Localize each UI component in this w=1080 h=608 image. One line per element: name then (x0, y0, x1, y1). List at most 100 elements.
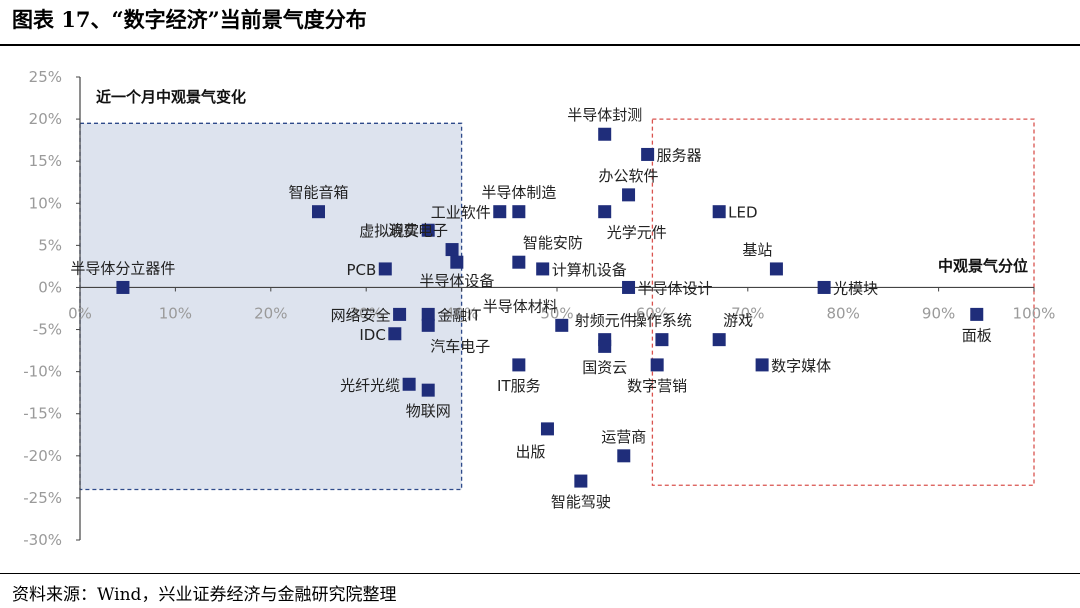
point-label: 金融IT (437, 306, 481, 324)
point-label: 虚拟现实 (359, 222, 419, 240)
point-label: 智能驾驶 (551, 493, 611, 511)
point-label: 工业软件 (431, 204, 491, 222)
data-point (378, 262, 392, 276)
data-point (388, 327, 402, 341)
y-tick-label: -15% (23, 405, 62, 423)
x-tick-label: 50% (540, 304, 573, 322)
point-label: 消费电子 (388, 222, 448, 240)
data-point (622, 280, 636, 294)
x-axis-annotation: 中观景气分位 (938, 257, 1028, 275)
data-point (116, 280, 130, 294)
point-label: IDC (359, 326, 385, 344)
data-point (712, 333, 726, 347)
data-point (540, 422, 554, 436)
x-tick-label: 10% (159, 304, 192, 322)
data-point (574, 474, 588, 488)
point-label: 半导体封测 (567, 106, 642, 124)
data-point (512, 358, 526, 372)
x-tick-label: 80% (827, 304, 860, 322)
x-tick-label: 40% (445, 304, 478, 322)
data-points (116, 127, 984, 488)
point-label: 光模块 (833, 279, 878, 297)
data-point (622, 188, 636, 202)
tick-labels: 25% 20% 15% 10% 5% 0% -5% -10% -15% -20% -25% -30% 0… (23, 68, 1055, 549)
data-point (421, 318, 435, 332)
point-label: 基站 (742, 241, 772, 259)
point-label: 半导体设备 (419, 272, 494, 290)
data-point (769, 262, 783, 276)
x-tick-label: 20% (254, 304, 287, 322)
data-point (598, 127, 612, 141)
point-label: 半导体设计 (638, 279, 713, 297)
scatter-chart: 25% 20% 15% 10% 5% 0% -5% -10% -15% -20% -25% -30% 0… (23, 68, 1055, 549)
x-tick-label: 70% (731, 304, 764, 322)
point-label: 物联网 (406, 402, 451, 420)
point-label: 光纤光缆 (340, 376, 400, 394)
x-tick-label: 100% (1013, 304, 1056, 322)
x-tick-label: 30% (350, 304, 383, 322)
y-tick-label: 20% (29, 110, 62, 128)
point-label: 办公软件 (599, 167, 659, 185)
data-point (598, 205, 612, 219)
point-label: 运营商 (601, 428, 646, 446)
y-tick-label: -5% (33, 321, 62, 339)
point-label: 出版 (515, 443, 545, 461)
data-point (817, 280, 831, 294)
data-point (421, 223, 435, 237)
point-label: LED (728, 204, 757, 222)
data-point (617, 449, 631, 463)
data-point (445, 243, 459, 257)
chart-axes (76, 76, 1035, 541)
point-label: 半导体材料 (483, 297, 558, 315)
y-tick-label: 15% (29, 152, 62, 170)
point-label: 半导体制造 (481, 184, 556, 202)
data-point (450, 255, 464, 269)
point-label: 计算机设备 (552, 261, 627, 279)
y-tick-label: -30% (23, 531, 62, 549)
point-label: 网络安全 (331, 306, 391, 324)
y-axis-annotation: 近一个月中观景气变化 (96, 88, 246, 106)
point-label: 游戏 (723, 312, 753, 330)
point-label: IT服务 (497, 377, 541, 395)
point-label: 数字媒体 (771, 357, 831, 375)
y-tick-label: 5% (38, 236, 62, 254)
y-tick-label: 25% (29, 68, 62, 86)
title-divider (0, 44, 1080, 46)
x-tick-label: 60% (636, 304, 669, 322)
y-tick-label: 0% (38, 278, 62, 296)
source-note: 资料来源：Wind，兴业证券经济与金融研究院整理 (12, 585, 397, 605)
data-point (655, 333, 669, 347)
point-label: 国资云 (582, 358, 627, 376)
x-tick-label: 0% (68, 304, 92, 322)
point-label: 半导体分立器件 (70, 259, 175, 277)
data-point (555, 318, 569, 332)
data-point (598, 339, 612, 353)
data-point (712, 205, 726, 219)
footer-divider (0, 573, 1080, 574)
point-label: 面板 (962, 326, 992, 344)
highlight-regions (79, 118, 1035, 491)
y-tick-label: -10% (23, 363, 62, 381)
y-tick-label: -25% (23, 489, 62, 507)
y-tick-label: -20% (23, 447, 62, 465)
point-label: 射频元件 (575, 312, 635, 330)
point-label: 汽车电子 (430, 337, 490, 355)
point-label: 智能安防 (523, 234, 583, 252)
data-point (402, 377, 416, 391)
point-label: PCB (346, 261, 376, 279)
data-point (512, 205, 526, 219)
point-label: 数字营销 (627, 377, 687, 395)
data-point (421, 307, 435, 321)
data-point (393, 307, 407, 321)
point-label: 服务器 (657, 146, 702, 164)
figure-title: 图表 17、“数字经济”当前景气度分布 (12, 7, 367, 32)
data-point (493, 205, 507, 219)
data-point (421, 383, 435, 397)
highlight-region-1 (79, 122, 463, 491)
point-label: 智能音箱 (288, 184, 348, 202)
y-tick-label: 10% (29, 194, 62, 212)
highlight-region-2 (651, 118, 1035, 486)
data-point (641, 147, 655, 161)
point-label: 操作系统 (632, 312, 692, 330)
